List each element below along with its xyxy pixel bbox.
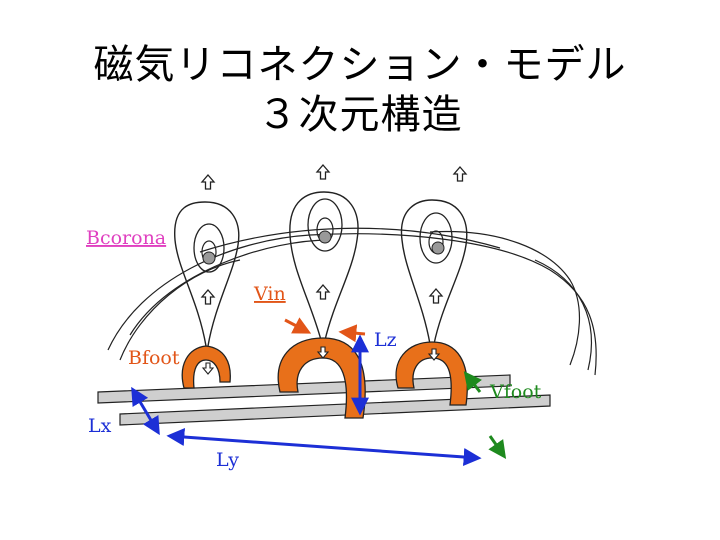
reconnection-loop-right <box>395 166 468 406</box>
reconnection-loop-center <box>277 164 366 419</box>
slide-title: 磁気リコネクション・モデル ３次元構造 <box>0 40 720 140</box>
label-lz: Lz <box>374 329 397 351</box>
label-ly: Ly <box>216 449 239 471</box>
reconnection-loop-left <box>174 174 240 389</box>
label-vin: Vin <box>253 283 286 305</box>
diagram-canvas: Bcorona Vin Lz Bfoot Vfoot Lx Ly <box>86 164 597 471</box>
label-bfoot: Bfoot <box>128 347 180 369</box>
vfoot-arrows <box>463 371 507 459</box>
lx-arrow <box>131 386 160 436</box>
label-lx: Lx <box>88 415 112 437</box>
ly-arrow <box>166 428 482 466</box>
reconnection-diagram: Bcorona Vin Lz Bfoot Vfoot Lx Ly <box>80 160 640 480</box>
title-line-1: 磁気リコネクション・モデル <box>93 42 627 88</box>
coronal-field-lines <box>107 227 597 376</box>
title-line-2: ３次元構造 <box>257 92 463 138</box>
vin-inflow-arrows <box>284 317 366 343</box>
label-vfoot: Vfoot <box>489 381 542 403</box>
photosphere-bars <box>97 374 551 426</box>
label-bcorona: Bcorona <box>86 227 166 249</box>
